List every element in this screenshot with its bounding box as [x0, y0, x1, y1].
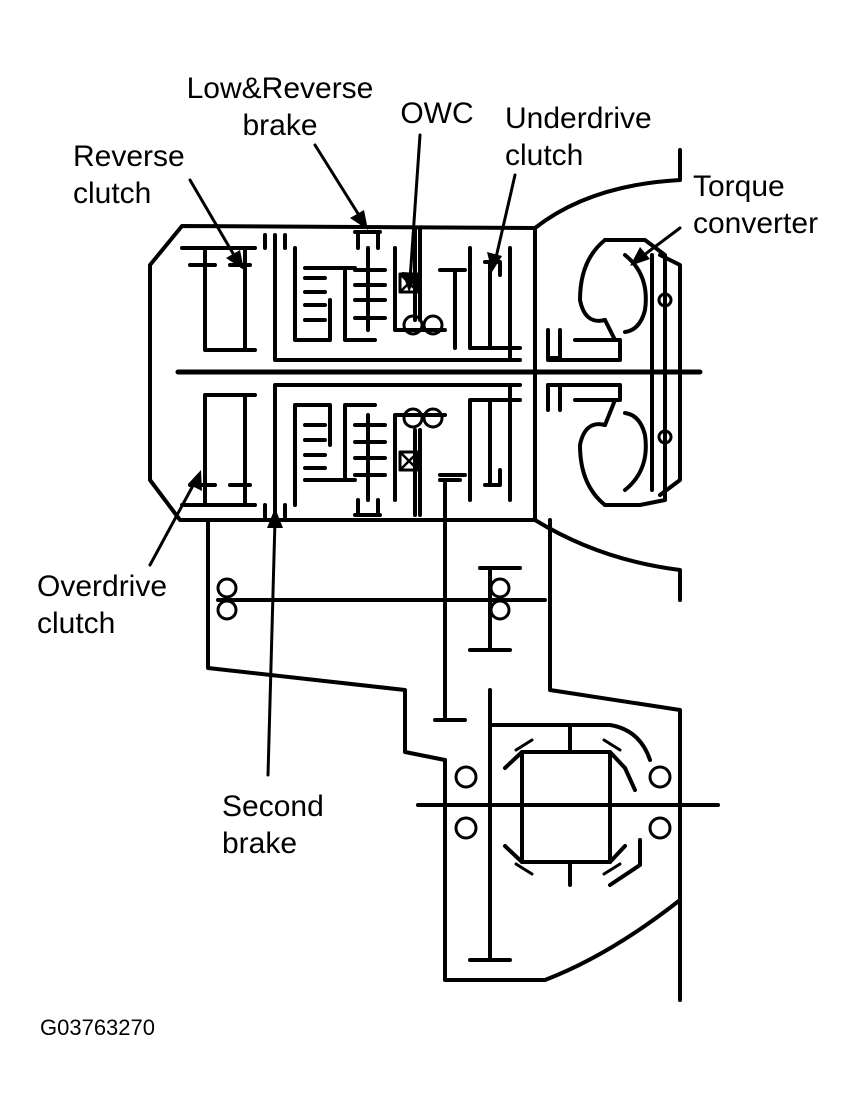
low-reverse-brake-label: Low&Reverse brake — [180, 70, 380, 144]
torque-converter-leader — [638, 226, 682, 260]
upper-half — [180, 226, 522, 362]
torque-converter-line1: Torque — [693, 170, 785, 203]
overdrive-clutch-label: Overdrive clutch — [37, 568, 167, 642]
underdrive-clutch-line1: Underdrive — [505, 102, 652, 135]
reverse-clutch-leader — [188, 178, 240, 264]
second-brake-leader — [266, 518, 277, 777]
overdrive-clutch-leader — [148, 478, 198, 567]
torque-converter-label: Torque converter — [693, 168, 818, 242]
overdrive-clutch-line2: clutch — [37, 607, 116, 640]
owc-text: OWC — [400, 97, 474, 130]
underdrive-clutch-leader — [493, 173, 517, 264]
owc-label: OWC — [392, 95, 482, 132]
low-reverse-brake-line1: Low&Reverse — [186, 72, 374, 105]
reverse-clutch-label: Reverse clutch — [73, 138, 185, 212]
second-brake-label: Second brake — [222, 788, 324, 862]
lower-half — [180, 383, 522, 520]
second-brake-line2: brake — [222, 827, 298, 860]
figure-code: G03763270 — [40, 1015, 155, 1040]
transmission-case — [148, 224, 537, 522]
low-reverse-brake-line2: brake — [242, 109, 318, 142]
underdrive-clutch-label: Underdrive clutch — [505, 100, 652, 174]
differential — [416, 723, 720, 982]
owc-leader — [408, 133, 422, 282]
leader-arrows — [148, 133, 682, 777]
torque-converter-line2: converter — [693, 207, 819, 240]
overdrive-clutch-line1: Overdrive — [37, 570, 168, 603]
underdrive-clutch-line2: clutch — [505, 139, 584, 172]
reverse-clutch-line1: Reverse — [73, 140, 185, 173]
second-brake-line1: Second — [222, 790, 324, 823]
torque-converter-drawing — [546, 238, 682, 507]
bell-housing — [533, 148, 682, 602]
low-reverse-brake-leader — [313, 143, 364, 222]
reverse-clutch-line2: clutch — [73, 177, 152, 210]
